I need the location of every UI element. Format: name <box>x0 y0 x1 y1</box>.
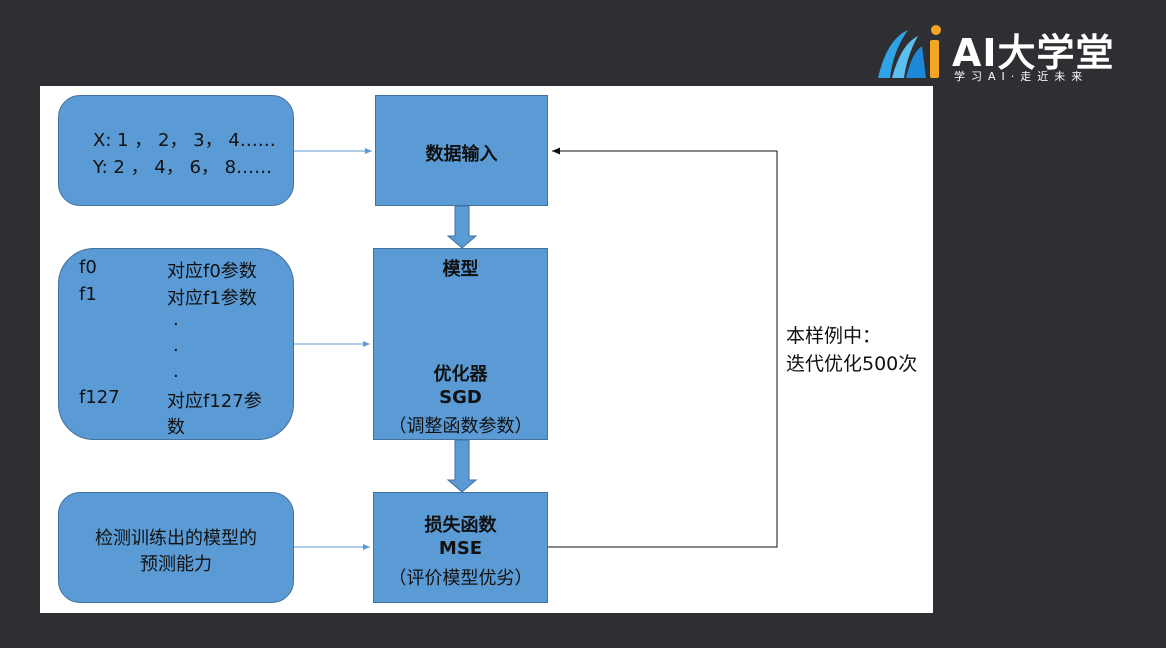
loss-box: 损失函数 MSE （评价模型优劣） <box>373 492 548 603</box>
logo: AI大学堂 学习AI·走近未来 <box>874 22 1144 84</box>
eval-line-2: 预测能力 <box>140 554 212 575</box>
param-name-f127: f127 <box>79 387 120 408</box>
loss-desc: （评价模型优劣） <box>388 568 533 589</box>
param-ellipsis-2: . <box>173 335 179 356</box>
params-box: f0 对应f0参数 f1 对应f1参数 . . . f127 对应f127参 数 <box>58 248 294 440</box>
param-desc-f127: 对应f127参 <box>167 391 262 412</box>
eval-box: 检测训练出的模型的 预测能力 <box>58 492 294 603</box>
input-x-line: X: 1 ， 2， 3， 4…… <box>93 130 276 151</box>
param-name-f1: f1 <box>79 284 97 305</box>
eval-line-1: 检测训练出的模型的 <box>95 528 257 549</box>
iteration-note: 本样例中： 迭代优化500次 <box>786 322 917 378</box>
param-desc-f0: 对应f0参数 <box>167 261 257 282</box>
iteration-note-line-2: 迭代优化500次 <box>786 353 918 375</box>
model-box: 模型 优化器 SGD （调整函数参数） <box>373 248 548 440</box>
iteration-note-line-1: 本样例中： <box>786 325 882 347</box>
optimizer-title: 优化器 <box>433 364 488 385</box>
optimizer-algo: SGD <box>439 387 482 408</box>
data-input-box: 数据输入 <box>375 95 548 206</box>
input-y-line: Y: 2 ， 4， 6， 8…… <box>93 157 273 178</box>
optimizer-desc: （调整函数参数） <box>388 416 533 437</box>
param-desc-f1: 对应f1参数 <box>167 288 257 309</box>
loss-algo: MSE <box>438 538 483 559</box>
param-ellipsis-3: . <box>173 361 179 382</box>
data-input-title: 数据输入 <box>425 144 498 165</box>
input-data-box: X: 1 ， 2， 3， 4…… Y: 2 ， 4， 6， 8…… <box>58 95 294 206</box>
logo-mark-icon <box>878 25 941 78</box>
param-desc-wrap: 数 <box>167 417 185 438</box>
param-name-f0: f0 <box>79 257 97 278</box>
model-title: 模型 <box>442 259 479 280</box>
loss-title: 损失函数 <box>424 515 497 536</box>
logo-title: AI大学堂 <box>952 31 1115 75</box>
param-ellipsis-1: . <box>173 309 179 330</box>
logo-subtitle: 学习AI·走近未来 <box>954 70 1089 83</box>
